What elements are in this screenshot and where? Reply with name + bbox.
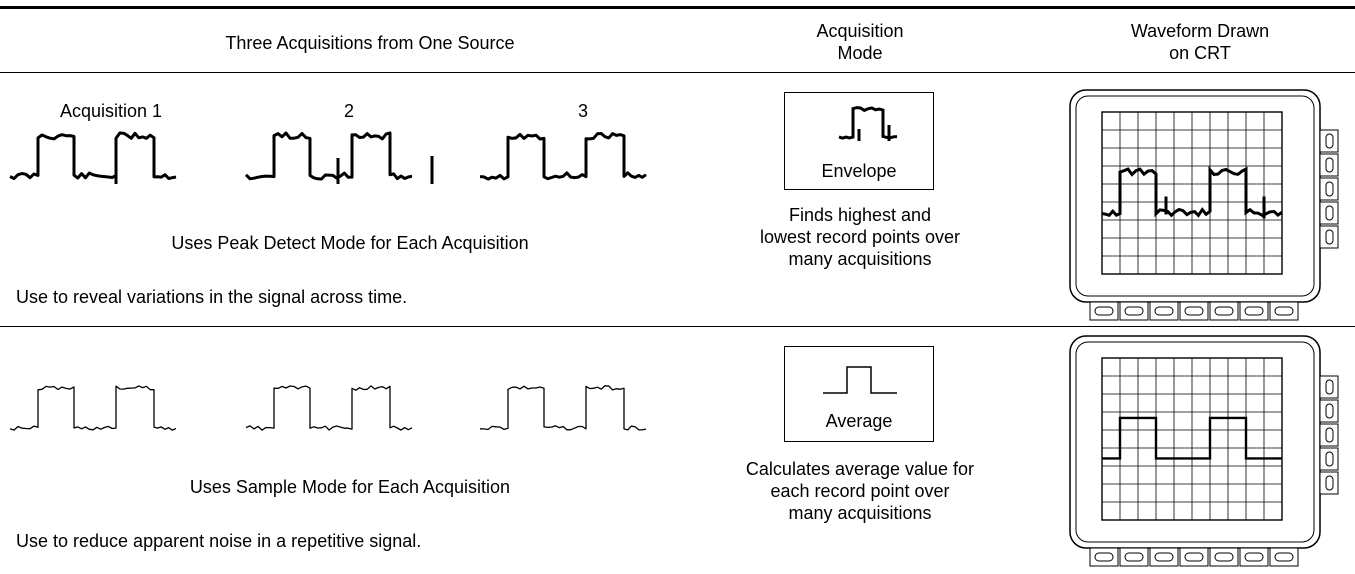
sample-acquisition-2-waveform: [245, 385, 413, 431]
envelope-mode-box: Envelope: [784, 92, 934, 190]
average-mode-description: Calculates average value for each record…: [745, 459, 975, 523]
acquisition-3-waveform: [479, 132, 647, 181]
average-mode-label: Average: [825, 411, 893, 431]
acquisition-2-waveform: [244, 131, 434, 184]
sample-acquisition-1-waveform: [9, 385, 177, 431]
header-three-acquisitions: Three Acquisitions from One Source: [225, 33, 515, 53]
average-mode-icon: [823, 366, 897, 394]
peak-detect-waveforms: [9, 131, 647, 184]
peak-detect-use-caption: Use to reveal variations in the signal a…: [16, 287, 408, 307]
acquisition-3-label: 3: [578, 101, 589, 121]
header-acquisition-mode: Acquisition Mode: [816, 21, 904, 63]
row-divider-rule: [0, 326, 1355, 327]
acquisition-1-label: Acquisition 1: [60, 101, 163, 121]
sample-mode-waveforms: [9, 385, 647, 431]
header-waveform-on-crt: Waveform Drawn on CRT: [1130, 21, 1270, 63]
envelope-mode-description: Finds highest and lowest record points o…: [759, 205, 961, 269]
sample-use-caption: Use to reduce apparent noise in a repeti…: [16, 531, 422, 551]
acquisition-2-label: 2: [344, 101, 355, 121]
average-mode-box: Average: [784, 346, 934, 442]
envelope-mode-label: Envelope: [821, 161, 897, 181]
top-rule: [0, 6, 1355, 9]
peak-detect-mode-caption: Uses Peak Detect Mode for Each Acquisiti…: [171, 233, 529, 253]
crt-display-envelope: [1069, 89, 1339, 321]
sample-acquisition-3-waveform: [479, 385, 647, 431]
sample-mode-caption: Uses Sample Mode for Each Acquisition: [189, 477, 511, 497]
header-rule: [0, 72, 1355, 73]
crt-display-average: [1069, 335, 1339, 567]
envelope-mode-icon: [838, 106, 898, 141]
acquisition-1-waveform: [9, 131, 177, 184]
